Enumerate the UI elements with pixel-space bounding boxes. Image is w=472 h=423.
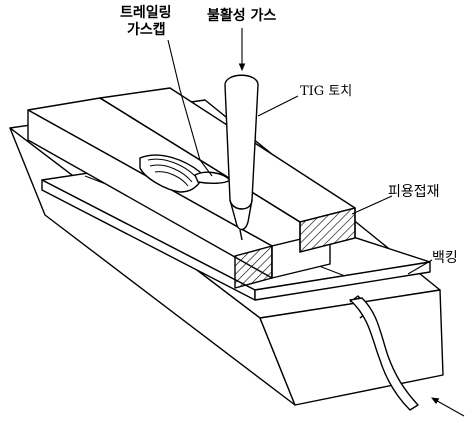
trailing-gas-cap-label-line1: 트레일링 xyxy=(120,5,172,21)
weld-bead xyxy=(139,154,202,193)
tig-torch-label: TIG 토치 xyxy=(300,84,353,99)
trailing-gas-cap-leader xyxy=(167,39,213,177)
backing-label: 백킹 xyxy=(432,250,458,266)
trailing-gas-cap-label-line2: 가스캡 xyxy=(127,22,166,38)
workpiece-label: 피용접재 xyxy=(388,184,440,200)
workpiece-leader xyxy=(351,195,393,215)
backing-gas-hose xyxy=(349,297,419,411)
backing-leader xyxy=(407,259,433,275)
tig-torch-leader xyxy=(257,95,299,117)
tig-torch xyxy=(224,74,259,241)
inert-gas-label: 불활성 가스 xyxy=(207,8,277,24)
backing-gas-arrow xyxy=(431,397,465,417)
